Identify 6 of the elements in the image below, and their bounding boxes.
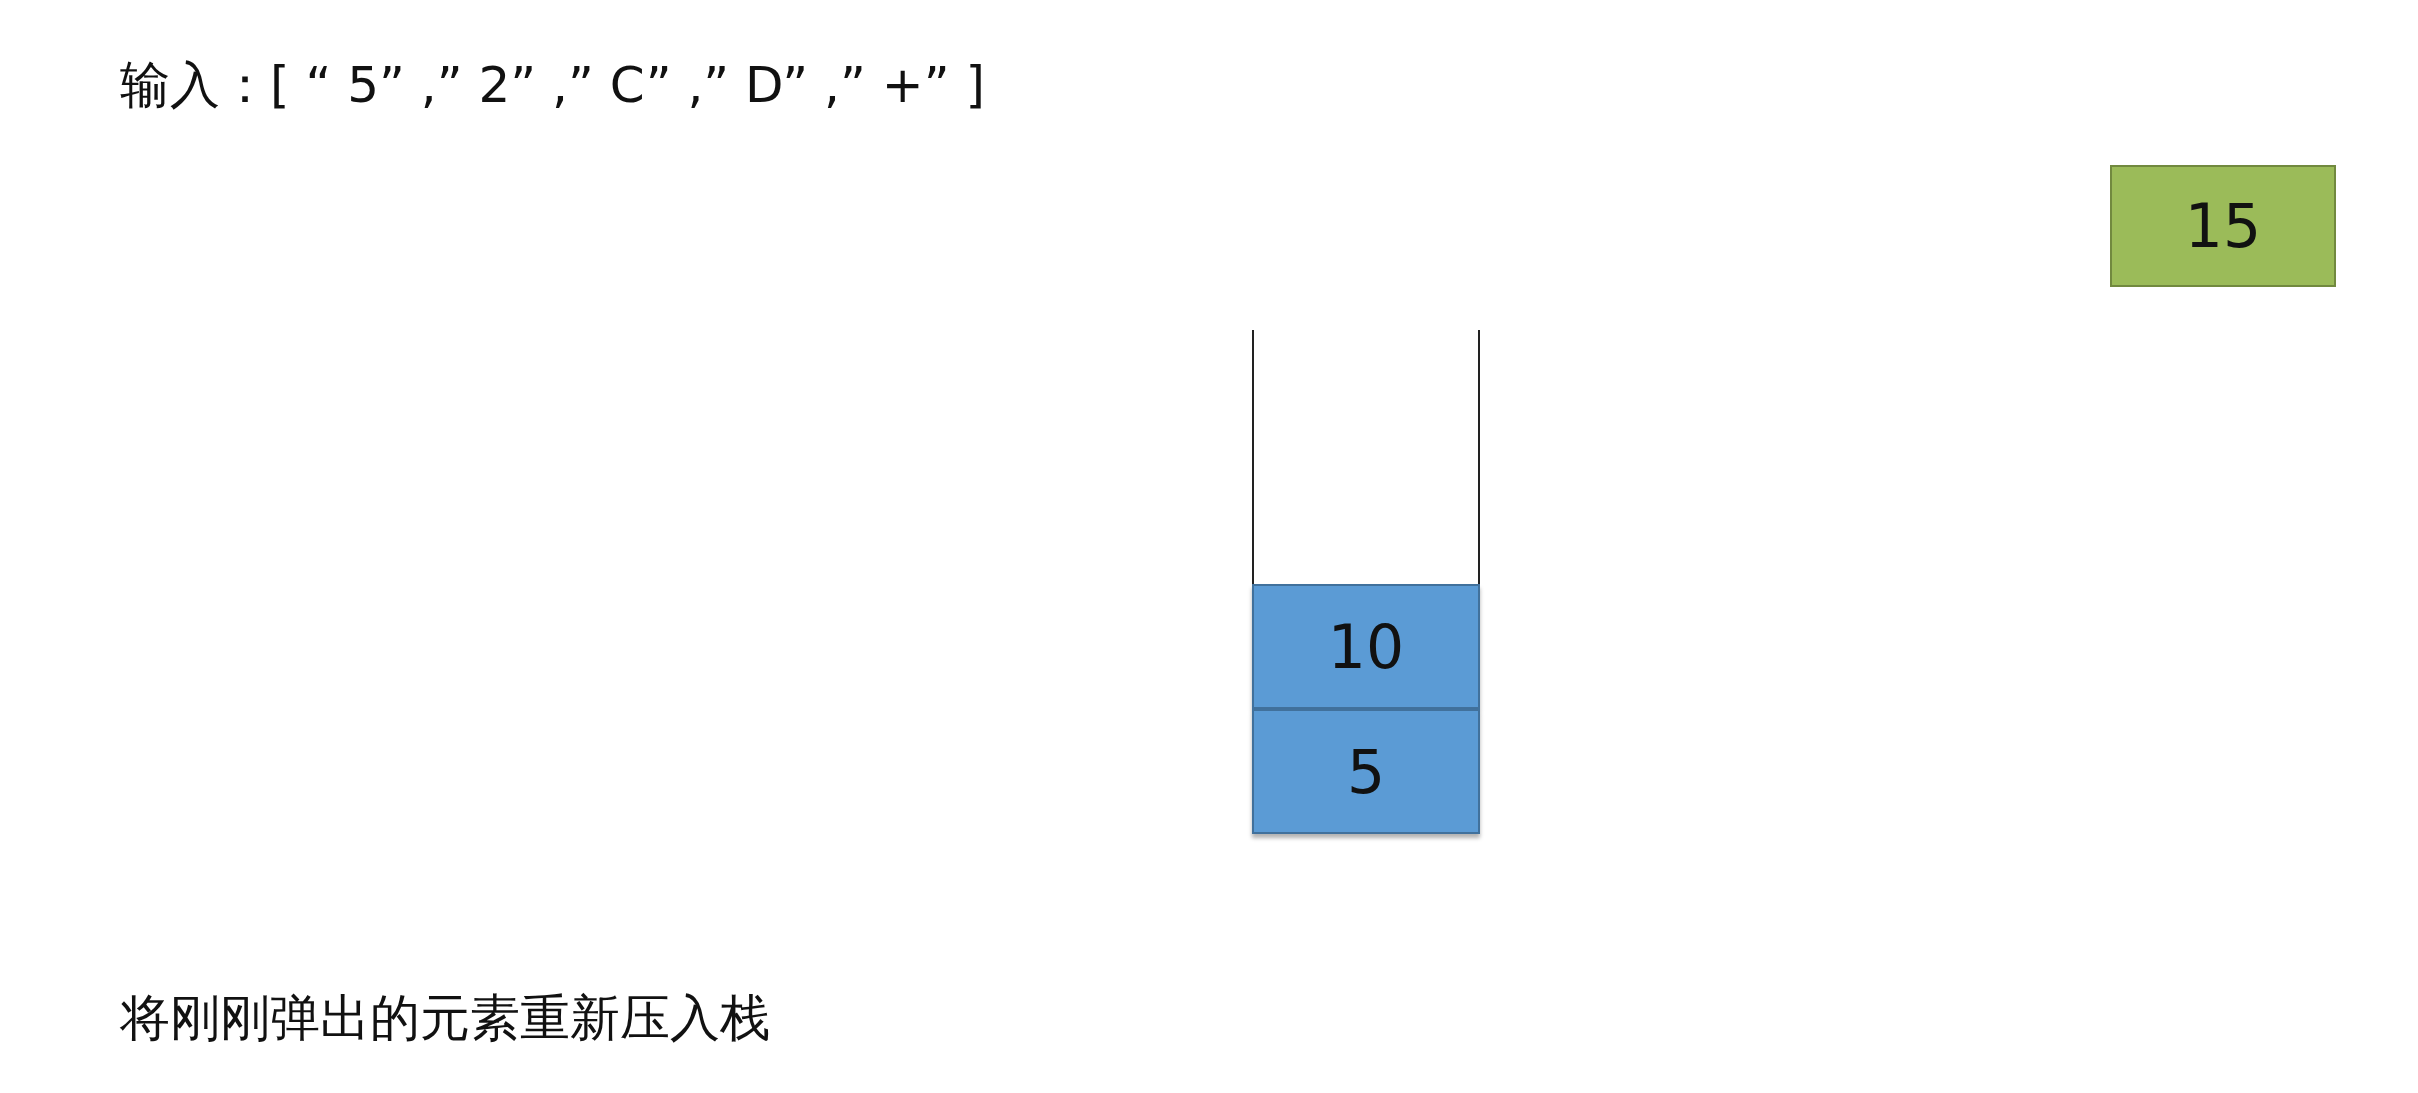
stack-item: 5: [1252, 709, 1480, 834]
result-box: 15: [2110, 165, 2336, 287]
heading: 输入：[ “ 5” ,” 2” ,” C” ,” D” ,” +” ]: [120, 55, 985, 116]
stack-item: 10: [1252, 584, 1480, 709]
caption: 将刚刚弹出的元素重新压入栈: [120, 988, 770, 1049]
stack-container: [1252, 330, 1480, 834]
